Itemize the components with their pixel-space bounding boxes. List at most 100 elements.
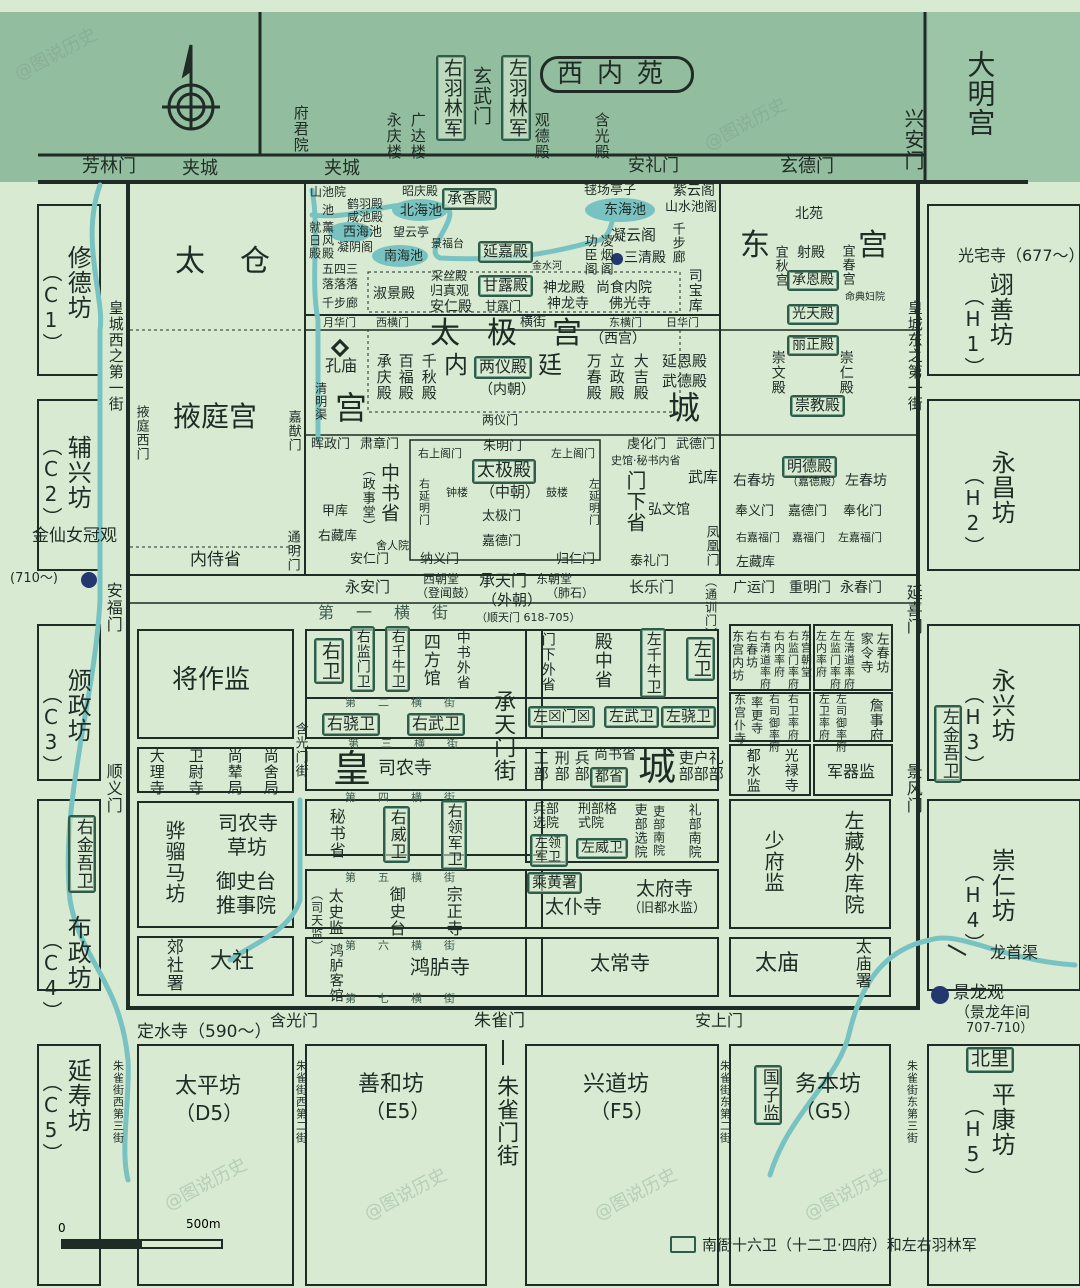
imperial-east-label: 城 (638, 745, 677, 789)
imperial-east-label: 太常寺 (590, 951, 650, 975)
taiji-north-label: 甘露门 (485, 299, 522, 313)
west-wards-label: （C4） (39, 930, 63, 1022)
east-palace-label: 宜秋宫 (772, 245, 788, 287)
imperial-west-label: 含光门街 (292, 722, 308, 778)
legend-text: 南衙十六卫（十二卫·四府）和左右羽林军 (702, 1236, 977, 1254)
taiji-north-label: 凝云阁 (611, 226, 657, 244)
imperial-east-label: 太仆寺 (545, 896, 603, 918)
city-block (525, 799, 719, 863)
imperial-east-label: 左千牛卫 (640, 628, 666, 698)
taiji-north-label: 咸池殿 (347, 210, 384, 224)
east-palace-label: 崇仁殿 (837, 350, 854, 395)
taiji-north-label: 池 (322, 203, 335, 217)
west-palace-label: 掖庭宫 (173, 400, 258, 433)
imperial-east-label: 兵部 (572, 750, 591, 782)
west-palace-label: 孔庙 (325, 356, 358, 375)
taiji-main-label: 承庆殿 (374, 353, 393, 401)
imperial-east-label: 左监门率府 (828, 630, 842, 690)
east-palace-label: 左藏库 (736, 555, 776, 570)
taiji-main-label: 千秋殿 (419, 353, 438, 401)
imperial-east-label: 礼部 (706, 750, 725, 782)
taiji-main-label: 立政殿 (607, 353, 626, 401)
taiji-main-label: （登闻鼓） (416, 586, 477, 600)
taiji-north-label: 佛光寺 (609, 296, 651, 312)
imperial-east-label: 礼部南院 (685, 803, 701, 859)
west-palace-label: 嘉猷门 (285, 410, 301, 452)
west-wards-label: 皇城西之第一街 (106, 300, 125, 412)
east-palace-label: 宜春宫 (839, 244, 855, 286)
taiji-main-label: 中书省 (377, 463, 400, 523)
ward-block (927, 624, 1080, 781)
taiji-north-label: 东横门 (609, 316, 642, 329)
imperial-west-label: 宗正寺 (443, 886, 463, 937)
west-palace-label: 内侍省 (190, 550, 241, 570)
ward-block (729, 1044, 891, 1286)
imperial-west-label: 右领军卫 (441, 800, 467, 870)
top-label: 夹城 (182, 158, 218, 179)
taiji-main-label: 右上阁门 (418, 447, 462, 460)
city-block (813, 692, 893, 742)
north-sea-pond (392, 199, 448, 221)
imperial-west-label: 第四横街 (345, 791, 477, 804)
imperial-east-label: 左领军卫 (530, 834, 568, 868)
taiji-main-label: 武库 (688, 468, 719, 486)
taiji-north-label: 安仁殿 (430, 299, 472, 315)
taiji-main-label: 廷 (538, 351, 562, 379)
taiji-north-label: 五四三 (322, 262, 359, 276)
imperial-east-label: 左清道率府 (842, 630, 856, 690)
top-label: 西内苑 (540, 56, 695, 94)
imperial-west-label: 秘书省 (326, 808, 346, 859)
taiji-north-label: 归真观 (430, 284, 470, 299)
imperial-west-label: 鸿胪客馆 (327, 943, 344, 1003)
imperial-east-label: 户部 (691, 750, 710, 782)
top-label: 兴安门 (901, 108, 925, 171)
east-palace-label: 东 (740, 228, 770, 263)
city-block (525, 697, 719, 739)
scale-end: 500m (186, 1218, 221, 1231)
scale-bar: 0 500m (58, 1218, 223, 1249)
taiji-main-label: 泰礼门 (630, 554, 670, 569)
west-wards-label: 延寿坊 (63, 1058, 92, 1133)
taiji-north-label: 延嘉殿 (478, 241, 534, 263)
temple-marker-icon (931, 986, 949, 1004)
south-label: 国子监 (754, 1065, 782, 1125)
east-wards-label: 翊善坊 (985, 272, 1014, 347)
taiji-main-label: 舍人院 (376, 539, 409, 552)
east-palace-label: 丽正殿 (787, 335, 839, 356)
taiji-main-label: 鼓楼 (546, 486, 568, 499)
outer-ward-blocks (37, 204, 1080, 1286)
east-palace-label: 崇文殿 (769, 350, 786, 395)
west-wards-label: 金仙女冠观 (32, 526, 117, 546)
imperial-west-label: 中书外省 (454, 630, 471, 690)
ward-block (37, 799, 101, 991)
imperial-west-label: 推事院 (216, 893, 276, 917)
south-label: 含光门 (270, 1011, 319, 1030)
west-wards-label: 定水寺（590～） (137, 1022, 272, 1042)
river-south (227, 797, 303, 963)
ward-block (137, 1044, 294, 1286)
imperial-west-label: 第六横街 (345, 939, 477, 952)
west-wards-label: 朱雀街西第三街 (111, 1060, 125, 1144)
taiji-main-label: 百福殿 (396, 353, 415, 401)
city-block (305, 869, 543, 929)
imperial-east-label: 少府监 (761, 830, 785, 893)
city-block (813, 744, 893, 796)
taiji-main-label: 虔化门 (627, 437, 667, 452)
east-wards-label: 光宅寺（677～） (958, 246, 1080, 265)
east-palace-label: 左嘉福门 (838, 531, 882, 544)
city-block (305, 937, 543, 997)
imperial-west-label: 大理寺 (147, 748, 166, 796)
west-wards-label: （D5） (175, 1101, 244, 1125)
taiji-main-label: 武德殿 (662, 372, 708, 390)
imperial-west-label: 右监门卫 (350, 626, 375, 692)
imperial-east-label: 右监门率府 (786, 630, 800, 690)
imperial-east-label: 左司御率府 (834, 693, 848, 753)
scale-start: 0 (58, 1221, 66, 1235)
east-wards-label: 永兴坊 (987, 668, 1016, 743)
imperial-east-label: 门下外省 (539, 632, 556, 692)
imperial-west-label: 尚辇局 (225, 748, 244, 796)
east-palace-label: 北苑 (795, 206, 823, 222)
imperial-east-label: 右清道率府 (758, 630, 772, 690)
east-wards-label: 朱雀街东第三街 (905, 1060, 919, 1144)
imperial-west-label: 右骁卫 (322, 713, 381, 736)
